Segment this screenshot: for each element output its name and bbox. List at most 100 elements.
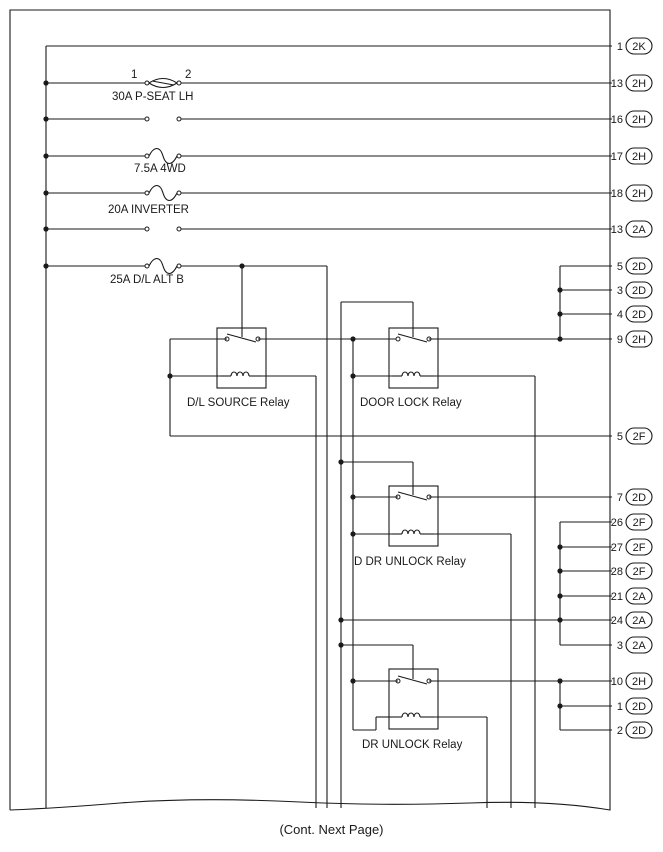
connector-id: 2A xyxy=(632,224,646,236)
gap-row-6-term-2 xyxy=(176,226,182,232)
bus-junction xyxy=(43,153,49,159)
connector-badge xyxy=(625,330,653,348)
bus-junction xyxy=(43,116,49,122)
fuse-pseat-label: 30A P-SEAT LH xyxy=(112,91,193,103)
dl-source-relay-label: D/L SOURCE Relay xyxy=(187,397,290,409)
connector-id: 2F xyxy=(633,566,646,578)
connector-pin-number: 16 xyxy=(611,114,623,126)
fuse-pseat-term-2 xyxy=(176,80,182,86)
connector-id: 2H xyxy=(632,151,646,163)
connector-badge xyxy=(625,697,653,715)
connector-id: 2F xyxy=(633,431,646,443)
junction xyxy=(557,336,563,342)
connector-id: 2H xyxy=(632,78,646,90)
junction xyxy=(350,373,356,379)
connector-badge xyxy=(625,257,653,275)
connector-pin-number: 5 xyxy=(617,431,623,443)
fuse-pseat-symbol xyxy=(148,77,178,89)
connector-badge xyxy=(625,74,653,92)
junction xyxy=(338,617,344,623)
connector-id: 2D xyxy=(632,701,646,713)
bus-junction xyxy=(43,226,49,232)
connector-id: 2F xyxy=(633,542,646,554)
fuse-dlalt-term-1 xyxy=(144,263,150,269)
fuse-inverter-term-2 xyxy=(176,190,182,196)
fuse-4wd-term-1 xyxy=(144,153,150,159)
junction xyxy=(167,373,173,379)
connector-pin-number: 26 xyxy=(611,517,623,529)
gap-row-3-term-2 xyxy=(176,116,182,122)
dl-source-relay xyxy=(216,327,267,389)
connector-badge xyxy=(625,721,653,739)
connector-badge xyxy=(625,611,653,629)
connector-1-2D: 1 2D xyxy=(617,697,653,715)
fuse-inverter-term-1 xyxy=(144,190,150,196)
connector-id: 2A xyxy=(632,640,646,652)
fuse-4wd-term-2 xyxy=(176,153,182,159)
connector-badge xyxy=(625,488,653,506)
connector-badge xyxy=(625,538,653,556)
dr-unlock-relay-label: DR UNLOCK Relay xyxy=(362,739,463,751)
connector-id: 2H xyxy=(632,676,646,688)
connector-badge xyxy=(625,281,653,299)
connector-badge xyxy=(625,37,653,55)
junction xyxy=(239,263,245,269)
connector-26-2F: 26 2F xyxy=(611,513,653,531)
connector-pin-number: 9 xyxy=(617,334,623,346)
connector-id: 2H xyxy=(632,114,646,126)
dr-unlock-relay xyxy=(388,668,439,730)
fuse-inverter-symbol xyxy=(148,184,178,202)
connector-id: 2D xyxy=(632,492,646,504)
connector-pin-number: 1 xyxy=(617,701,623,713)
connector-id: 2D xyxy=(632,261,646,273)
fuse-dlalt-label: 25A D/L ALT B xyxy=(110,274,184,286)
connector-16-2H: 16 2H xyxy=(611,110,653,128)
connector-pin-number: 13 xyxy=(611,78,623,90)
junction xyxy=(350,678,356,684)
connector-5-2D: 5 2D xyxy=(617,257,653,275)
door-lock-relay-label: DOOR LOCK Relay xyxy=(360,397,462,409)
junction xyxy=(350,531,356,537)
fuse-pseat-term-1 xyxy=(144,80,150,86)
connector-badge xyxy=(625,636,653,654)
connector-pin-number: 27 xyxy=(611,542,623,554)
junction xyxy=(557,544,563,550)
door-lock-relay xyxy=(388,327,439,389)
connector-id: 2H xyxy=(632,188,646,200)
connector-28-2F: 28 2F xyxy=(611,562,653,580)
connector-pin-number: 4 xyxy=(617,309,623,321)
frame-border xyxy=(9,9,611,811)
connector-17-2H: 17 2H xyxy=(611,147,653,165)
fuse-4wd-label: 7.5A 4WD xyxy=(134,163,186,175)
junction xyxy=(557,593,563,599)
gap-row-6-term-1 xyxy=(144,226,150,232)
connector-pin-number: 5 xyxy=(617,261,623,273)
junction xyxy=(557,311,563,317)
junction xyxy=(338,459,344,465)
connector-id: 2F xyxy=(633,517,646,529)
connector-pin-number: 1 xyxy=(617,41,623,53)
connector-pin-number: 10 xyxy=(611,676,623,688)
connector-id: 2K xyxy=(632,41,646,53)
d-dr-unlock-relay xyxy=(388,485,439,547)
connector-badge xyxy=(625,427,653,445)
connector-badge xyxy=(625,562,653,580)
bus-junction xyxy=(43,80,49,86)
connector-badge xyxy=(625,587,653,605)
bus-junction xyxy=(43,190,49,196)
junction xyxy=(338,642,344,648)
connector-pin-number: 17 xyxy=(611,151,623,163)
junction xyxy=(557,287,563,293)
connector-pin-number: 28 xyxy=(611,566,623,578)
d-dr-unlock-relay-label: D DR UNLOCK Relay xyxy=(354,556,466,568)
connector-badge xyxy=(625,184,653,202)
connector-id: 2D xyxy=(632,285,646,297)
fuse-4wd-symbol xyxy=(148,147,178,165)
